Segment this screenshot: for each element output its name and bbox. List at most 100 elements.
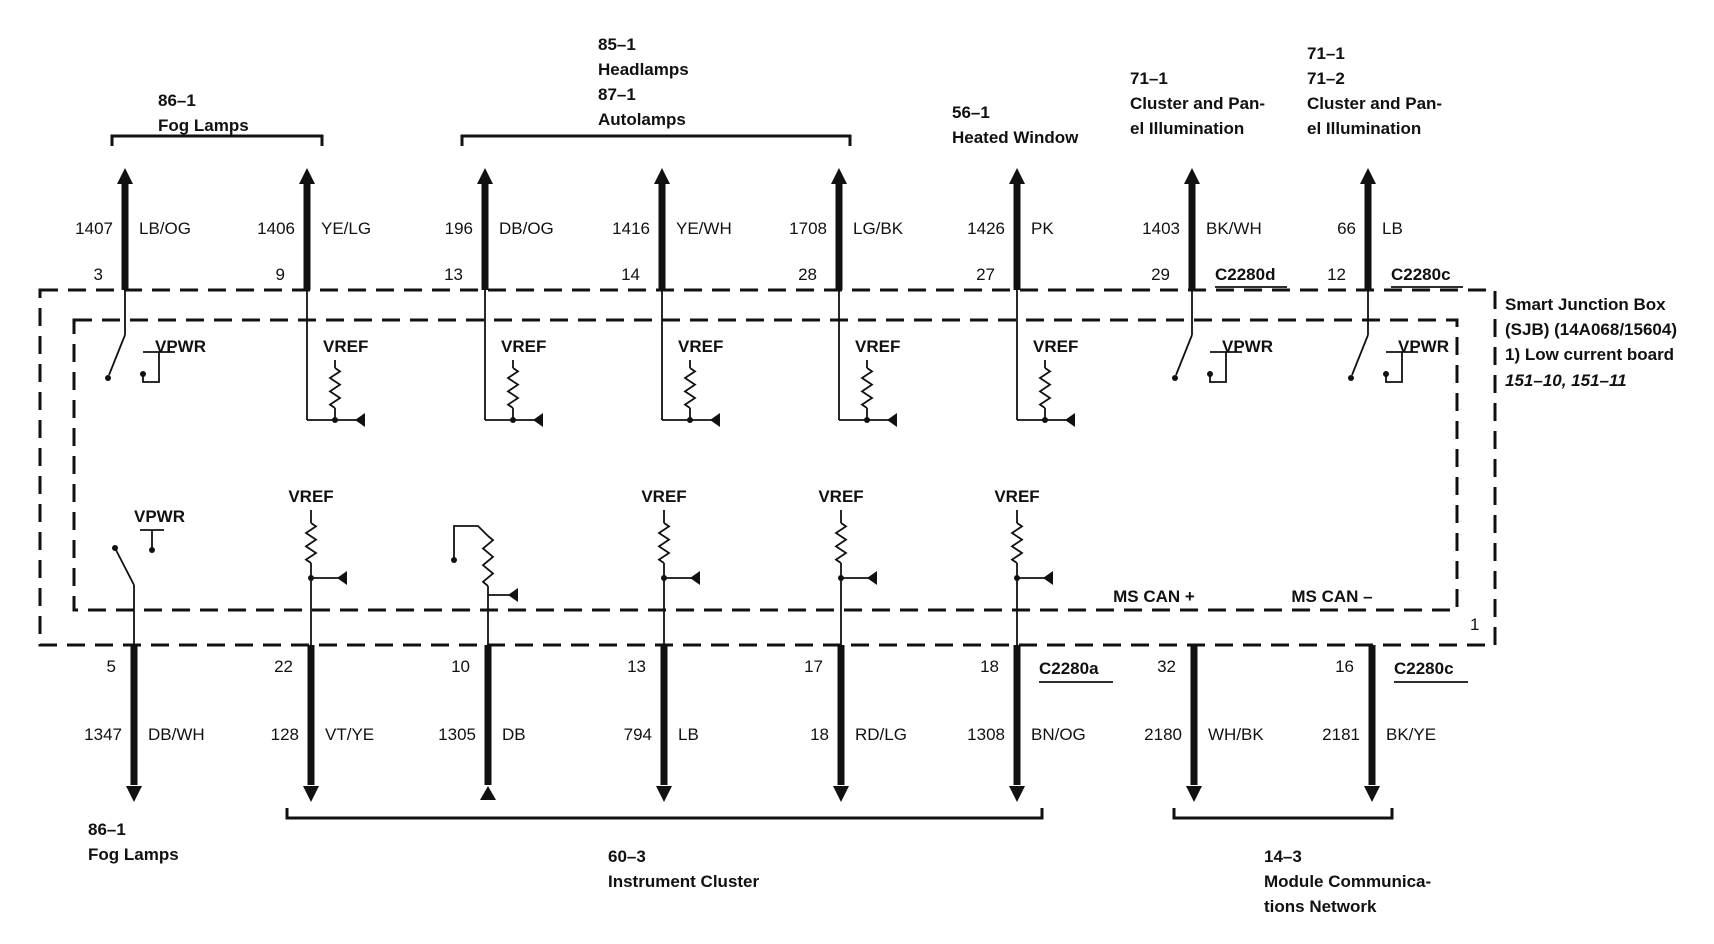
ground-loop (453, 525, 489, 560)
input-arrow (710, 413, 720, 427)
wire-color: WH/BK (1208, 725, 1264, 744)
node-dot (687, 417, 693, 423)
wire-color: LG/BK (853, 219, 904, 238)
circuit-number: 128 (271, 725, 299, 744)
vref-label: VREF (501, 337, 546, 356)
bottom-group-label: tions Network (1264, 897, 1377, 916)
pin-number: 32 (1157, 657, 1176, 676)
pin-number: 14 (621, 265, 640, 284)
input-arrow (1065, 413, 1075, 427)
pullup-resistor (657, 522, 671, 564)
wire-color: LB (678, 725, 699, 744)
bottom-arrow-18 (833, 786, 849, 802)
pullup-resistor (304, 522, 318, 564)
pin-number: 13 (444, 265, 463, 284)
top-group-label: 71–1 (1130, 69, 1168, 88)
pullup-resistor (1038, 367, 1052, 409)
input-arrow (690, 571, 700, 585)
wire-color: DB/WH (148, 725, 205, 744)
wire-color: PK (1031, 219, 1054, 238)
pullup-resistor (506, 367, 520, 409)
vpwr-label: VPWR (155, 337, 206, 356)
pin-number: 28 (798, 265, 817, 284)
vpwr-source (142, 351, 175, 383)
vref-label: VREF (855, 337, 900, 356)
top-arrow-1407 (117, 168, 133, 184)
switch-contact (105, 375, 111, 381)
vpwr-source (140, 529, 164, 548)
top-arrow-1406 (299, 168, 315, 184)
switch-contact (112, 545, 118, 551)
circuit-number: 1426 (967, 219, 1005, 238)
top-group-label: Heated Window (952, 128, 1079, 147)
circuit-number: 1308 (967, 725, 1005, 744)
wire-color: LB/OG (139, 219, 191, 238)
bottom-arrow-128 (303, 786, 319, 802)
wire-color: BK/YE (1386, 725, 1436, 744)
input-arrow (337, 571, 347, 585)
switch-blade (115, 549, 135, 586)
top-group-label: Cluster and Pan- (1307, 94, 1442, 113)
top-group-label: el Illumination (1307, 119, 1421, 138)
vref-label: VREF (818, 487, 863, 506)
top-group-label: 71–1 (1307, 44, 1345, 63)
vref-label: VREF (288, 487, 333, 506)
bottom-group-label: 14–3 (1264, 847, 1302, 866)
switch-blade (1175, 334, 1193, 376)
circuit-number: 1406 (257, 219, 295, 238)
circuit-number: 1305 (438, 725, 476, 744)
bottom-group-label: Module Communica- (1264, 872, 1431, 891)
variable-resistor (481, 535, 495, 587)
top-group-label: Fog Lamps (158, 116, 249, 135)
wire-color: BK/WH (1206, 219, 1262, 238)
bottom-group-bracket (1172, 808, 1394, 820)
wire-color: YE/LG (321, 219, 371, 238)
module-part-number: (SJB) (14A068/15604) (1505, 320, 1677, 339)
switch-blade (1351, 334, 1369, 376)
pin-number: 13 (627, 657, 646, 676)
node-dot (1014, 575, 1020, 581)
vref-label: VREF (994, 487, 1039, 506)
top-group-label: 87–1 (598, 85, 636, 104)
bottom-arrow-2181 (1364, 786, 1380, 802)
top-arrow-1403 (1184, 168, 1200, 184)
vref-label: VREF (323, 337, 368, 356)
circuit-number: 1347 (84, 725, 122, 744)
node-dot (308, 575, 314, 581)
can-label: MS CAN – (1291, 587, 1372, 606)
vpwr-label: VPWR (134, 507, 185, 526)
circuit-number: 2180 (1144, 725, 1182, 744)
pin-number: 9 (276, 265, 285, 284)
circuit-number: 1416 (612, 219, 650, 238)
wire-color: YE/WH (676, 219, 732, 238)
top-group-label: Headlamps (598, 60, 689, 79)
top-arrow-66 (1360, 168, 1376, 184)
pullup-resistor (328, 367, 342, 409)
circuit-number: 1403 (1142, 219, 1180, 238)
bottom-group-bracket (285, 808, 1044, 820)
board-number: 1 (1470, 615, 1479, 634)
board-page-refs: 151–10, 151–11 (1505, 371, 1627, 390)
low-current-board-boundary (72, 318, 1459, 612)
top-group-label: 71–2 (1307, 69, 1345, 88)
bottom-arrow-1308 (1009, 786, 1025, 802)
pin-number: 10 (451, 657, 470, 676)
vref-label: VREF (1033, 337, 1078, 356)
wire-color: DB (502, 725, 526, 744)
node-dot (838, 575, 844, 581)
circuit-number: 66 (1337, 219, 1356, 238)
connector-id: C2280c (1391, 265, 1451, 284)
vpwr-source (1209, 351, 1242, 383)
pin-number: 3 (94, 265, 103, 284)
switch-contact (1172, 375, 1178, 381)
top-arrow-1416 (654, 168, 670, 184)
wire-color: BN/OG (1031, 725, 1086, 744)
pullup-resistor (860, 367, 874, 409)
bottom-arrow-2180 (1186, 786, 1202, 802)
pin-number: 22 (274, 657, 293, 676)
top-group-bracket (460, 134, 852, 146)
top-group-bracket (110, 134, 324, 146)
bottom-arrow-794 (656, 786, 672, 802)
circuit-number: 1708 (789, 219, 827, 238)
